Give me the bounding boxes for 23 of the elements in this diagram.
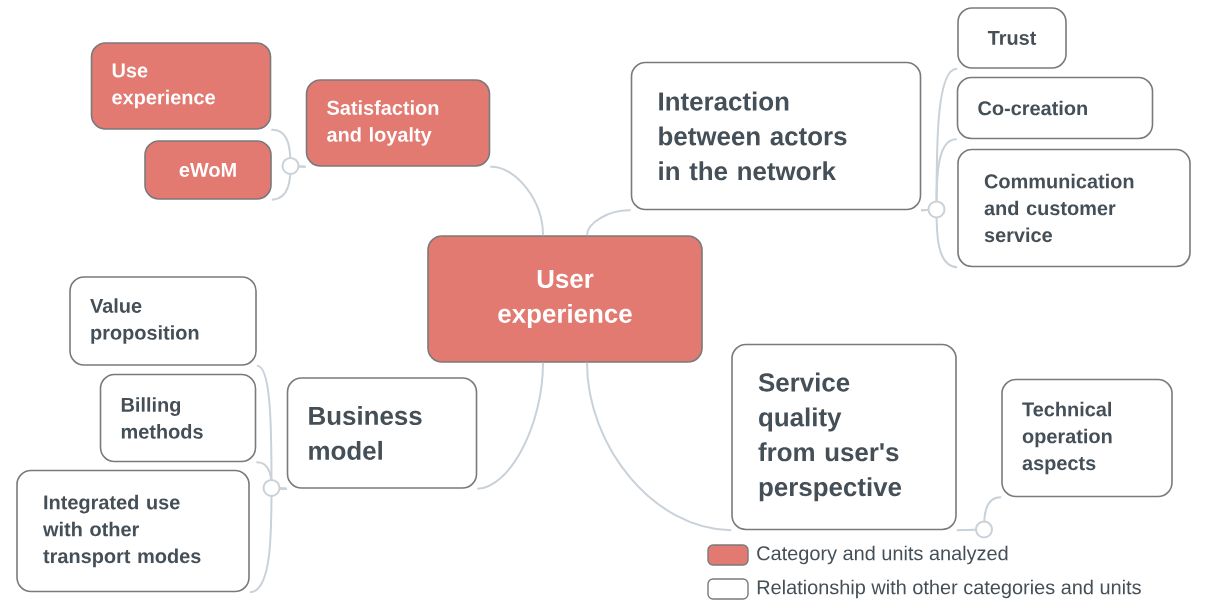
branch-line <box>270 165 307 201</box>
topic-box: Service quality from user's perspective <box>731 343 957 531</box>
topic-box: Interaction between actors in the network <box>630 61 922 211</box>
topic-box: Co-creation <box>956 76 1154 140</box>
branch-line <box>248 487 288 594</box>
legend-text: Category and units analyzed <box>757 545 1008 565</box>
topic-box: Billing methods <box>99 373 257 463</box>
topic-box: Value proposition <box>69 276 257 366</box>
branch-line <box>489 165 544 237</box>
topic-box: Business model <box>286 377 478 489</box>
category-box: User experience <box>427 235 703 363</box>
category-box: eWoM <box>144 140 272 200</box>
category-box: Use experience <box>90 42 272 130</box>
legend-text: Relationship with other categories and units <box>757 579 1141 599</box>
branch-line <box>955 496 1003 532</box>
branch-line <box>586 209 632 237</box>
category-box: Satisfaction and loyalty <box>305 79 491 167</box>
topic-box: Communication and customer service <box>957 148 1191 268</box>
topic-box: Trust <box>957 7 1067 69</box>
branch-line <box>920 208 959 269</box>
branch-line <box>476 361 544 490</box>
topic-box: Technical operation aspects <box>1001 378 1173 498</box>
topic-box: Integrated use with other transport modes <box>16 469 250 593</box>
